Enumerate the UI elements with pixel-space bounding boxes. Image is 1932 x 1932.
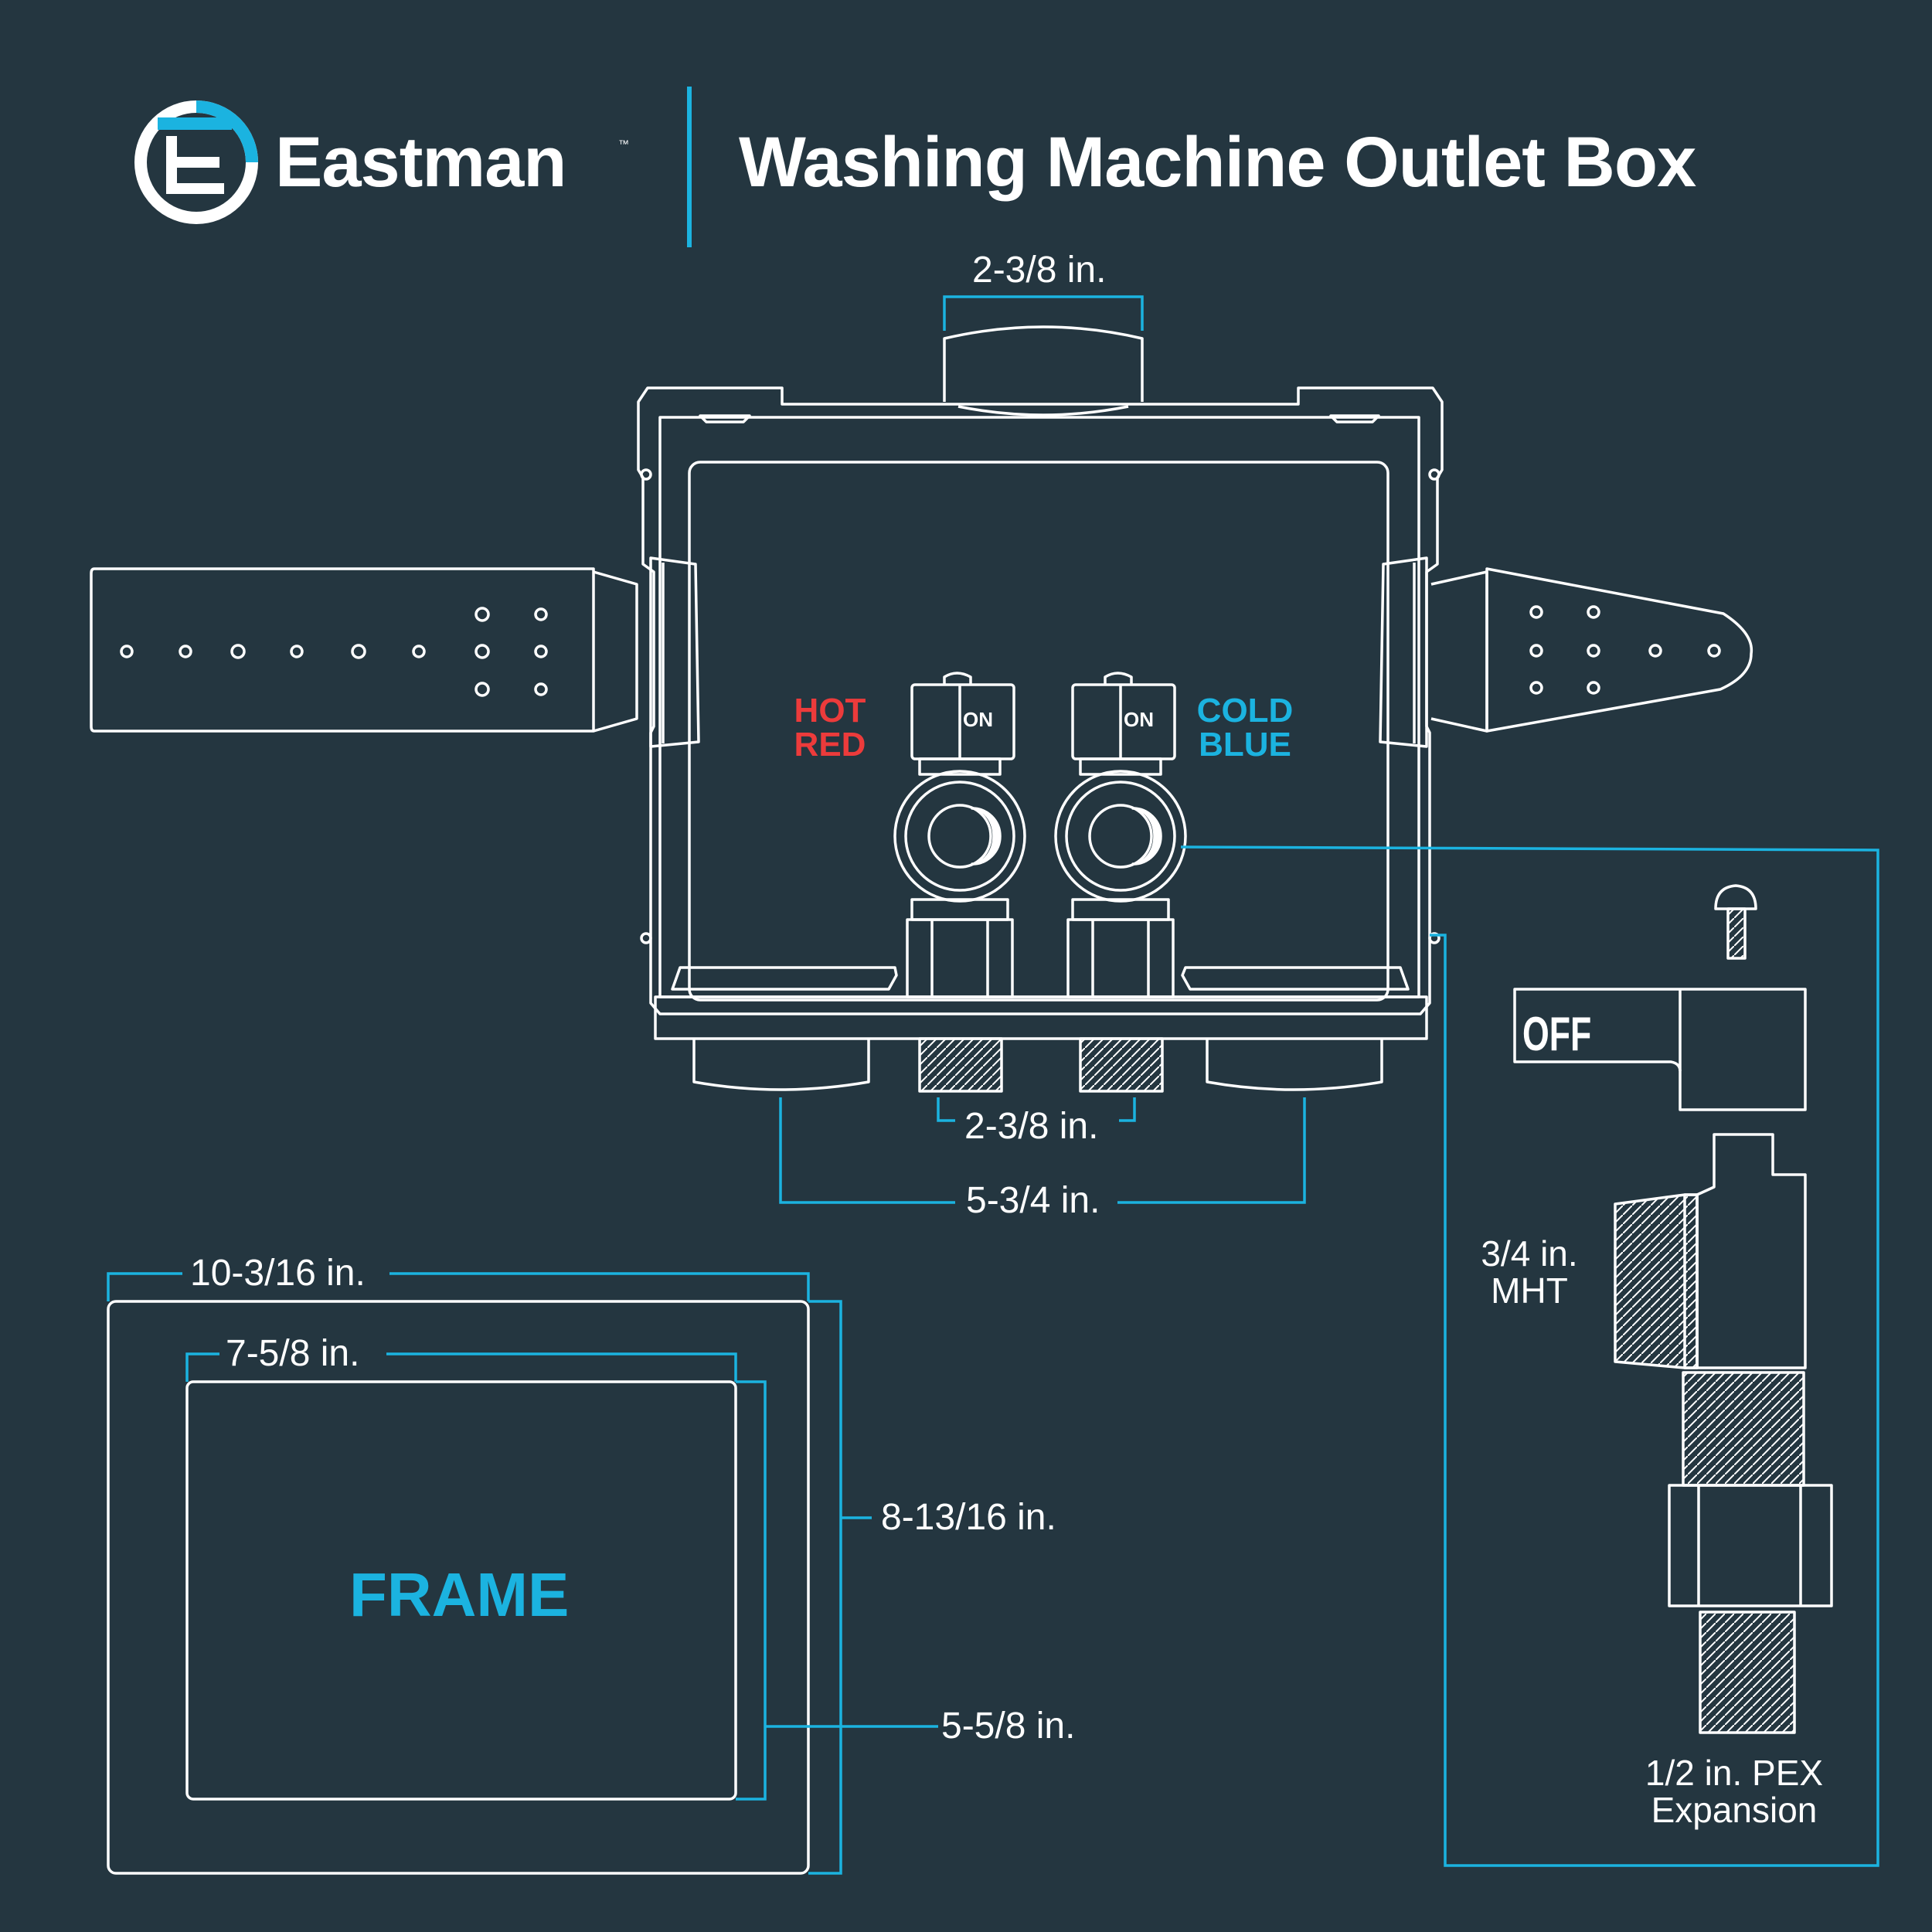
detail-callout-box: [1180, 845, 1879, 1867]
frame-outer-width-dim-line: [107, 1272, 810, 1301]
frame-outer-width-label: 10-3/16 in.: [190, 1253, 366, 1294]
top-width-dim-line: [943, 295, 1144, 331]
trademark-symbol: ™: [618, 138, 629, 150]
hot-color-text: RED: [794, 726, 866, 764]
cold-valve-on-text: ON: [1124, 708, 1154, 731]
drain-spacing-label: 5-3/4 in.: [966, 1180, 1100, 1221]
hot-text: HOT: [794, 692, 866, 730]
hot-valve: [893, 672, 1026, 1093]
mht-label: 3/4 in. MHT: [1481, 1233, 1578, 1311]
frame-outer-height-label: 8-13/16 in.: [881, 1497, 1056, 1538]
cold-valve: [1054, 672, 1187, 1093]
right-mounting-bracket: [1379, 556, 1753, 748]
valve-detail-parts: [1513, 884, 1833, 1734]
left-mounting-bracket: [90, 556, 700, 748]
frame-drawing: [107, 1300, 810, 1875]
off-handle-text: OFF: [1522, 1008, 1592, 1061]
cold-color-text: BLUE: [1199, 726, 1291, 764]
eastman-logo-icon: [134, 100, 258, 224]
page-title: Washing Machine Outlet Box: [739, 123, 1696, 202]
valve-spacing-dim-line: [937, 1097, 1136, 1122]
hot-label: HOT RED: [790, 694, 870, 762]
hot-valve-on-text: ON: [963, 708, 993, 731]
top-inlet: [943, 325, 1144, 417]
cold-label: COLD BLUE: [1193, 694, 1297, 762]
frame-inner-width-dim-line: [185, 1352, 737, 1382]
valve-spacing-label: 2-3/8 in.: [964, 1106, 1099, 1147]
frame-inner-width-label: 7-5/8 in.: [226, 1333, 360, 1374]
cold-text: COLD: [1196, 692, 1294, 730]
pex-label: 1/2 in. PEX Expansion: [1645, 1753, 1824, 1831]
frame-outer-height-dim-line: [808, 1300, 872, 1875]
box-shell: [637, 386, 1444, 1040]
drain-spacing-dim-line: [779, 1097, 1306, 1204]
brand-name: Eastman: [275, 123, 566, 202]
frame-inner-height-label: 5-5/8 in.: [941, 1706, 1076, 1747]
frame-label: FRAME: [349, 1560, 570, 1629]
frame-inner-height-dim-line: [736, 1380, 938, 1801]
bottom-drains: [692, 1039, 1383, 1091]
top-width-label: 2-3/8 in.: [972, 250, 1107, 291]
